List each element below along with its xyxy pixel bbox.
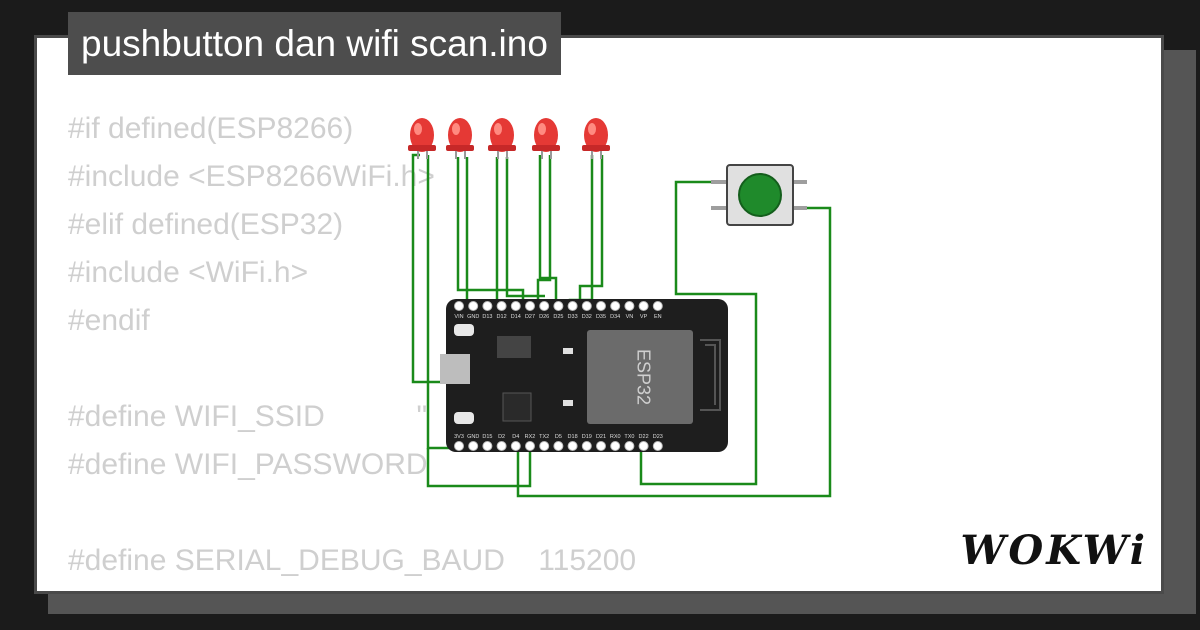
bottom-pin-label: D22 — [639, 434, 649, 440]
led-5 — [582, 118, 610, 159]
wire-led4 — [538, 155, 558, 306]
code-line: #elif defined(ESP32) — [68, 208, 344, 241]
code-line: #include <WiFi.h> — [68, 256, 309, 289]
wire-gnd — [426, 446, 532, 488]
top-pin — [624, 301, 635, 311]
wire-led5-gnd — [578, 155, 604, 306]
top-pin-label: D25 — [553, 314, 563, 320]
top-pin — [596, 301, 606, 311]
bottom-pin-label: D2 — [498, 434, 505, 440]
wire-button-a — [639, 180, 758, 486]
bottom-pin — [510, 441, 521, 451]
top-pin-label: EN — [654, 314, 662, 320]
code-line: #if defined(ESP8266) — [68, 112, 354, 145]
bottom-pin — [482, 441, 493, 451]
bottom-pin-label: D21 — [596, 434, 606, 440]
top-pin-label: D33 — [568, 314, 578, 320]
bottom-pin-label: D19 — [582, 434, 592, 440]
wire-led3-gnd — [505, 157, 545, 298]
bottom-pin-label: 3V3 — [454, 434, 464, 440]
pushbutton — [711, 164, 807, 226]
top-pin-label: GND — [467, 314, 479, 320]
led-4 — [532, 118, 560, 159]
top-pin — [652, 301, 663, 311]
code-line: #define WIFI_PASSWORD — [68, 448, 428, 481]
bottom-pin-label: GND — [467, 434, 479, 440]
top-pin-label: D14 — [511, 314, 521, 320]
bottom-pin — [553, 441, 564, 451]
top-pin-label: D13 — [482, 314, 492, 320]
wire-led3 — [495, 157, 532, 306]
bottom-pin — [468, 441, 479, 451]
top-pin — [539, 301, 550, 311]
bottom-pin — [454, 441, 464, 451]
code-line: #include <ESP8266WiFi.h> — [68, 160, 435, 193]
bottom-pin — [539, 441, 550, 451]
top-pin-label: VP — [640, 314, 648, 320]
top-pin — [454, 301, 464, 311]
bottom-pin — [652, 441, 663, 451]
bottom-pin-label: D4 — [512, 434, 519, 440]
top-pin — [610, 301, 621, 311]
wire-led4-gnd — [536, 155, 552, 306]
code-line: #define WIFI_SSID " — [68, 400, 428, 433]
bottom-pin — [581, 441, 592, 451]
wokwi-logo: WOKWi — [960, 527, 1148, 574]
bottom-pin-label: D23 — [653, 434, 663, 440]
top-pin — [496, 301, 507, 311]
led-1 — [408, 118, 436, 159]
top-pin — [567, 301, 578, 311]
project-title[interactable]: pushbutton dan wifi scan.ino — [68, 12, 561, 75]
wire-led5 — [568, 155, 594, 306]
top-pin — [638, 301, 649, 311]
top-pin — [468, 301, 479, 311]
top-pin — [482, 301, 493, 311]
leds — [408, 118, 610, 159]
top-pin-label: D26 — [539, 314, 549, 320]
bottom-pin — [638, 441, 649, 451]
bottom-pin-label: D15 — [482, 434, 492, 440]
top-pin — [525, 301, 535, 311]
bottom-pin-label: RX2 — [525, 434, 536, 440]
bottom-pin — [567, 441, 578, 451]
bottom-pin — [496, 441, 507, 451]
top-pin — [553, 301, 564, 311]
bottom-pin-label: D5 — [555, 434, 562, 440]
top-pin-label: D34 — [610, 314, 620, 320]
led-3 — [488, 118, 516, 159]
wire-led2 — [456, 157, 525, 306]
board-label: ESP32 — [633, 349, 653, 405]
bottom-pin — [596, 441, 606, 451]
top-pin-label: D27 — [525, 314, 535, 320]
bottom-pin — [610, 441, 621, 451]
top-pin-label: VN — [626, 314, 634, 320]
code-line: #define SERIAL_DEBUG_BAUD 115200 — [68, 544, 637, 577]
led-2 — [446, 118, 474, 159]
bottom-pin-label: TX2 — [539, 434, 549, 440]
top-pin-label: VIN — [454, 314, 463, 320]
top-pin-label: D32 — [582, 314, 592, 320]
top-pin — [581, 301, 592, 311]
bottom-pin-label: D18 — [568, 434, 578, 440]
bottom-pin — [525, 441, 535, 451]
top-pin — [510, 301, 521, 311]
top-pin-label: D35 — [596, 314, 606, 320]
code-preview: #if defined(ESP8266) #include <ESP8266Wi… — [68, 105, 636, 585]
top-pin-label: D12 — [497, 314, 507, 320]
bottom-pin — [624, 441, 635, 451]
wire-button-b — [516, 206, 832, 498]
bottom-pin-label: RX0 — [610, 434, 621, 440]
code-line: #endif — [68, 304, 150, 337]
bottom-pin-label: TX0 — [624, 434, 634, 440]
